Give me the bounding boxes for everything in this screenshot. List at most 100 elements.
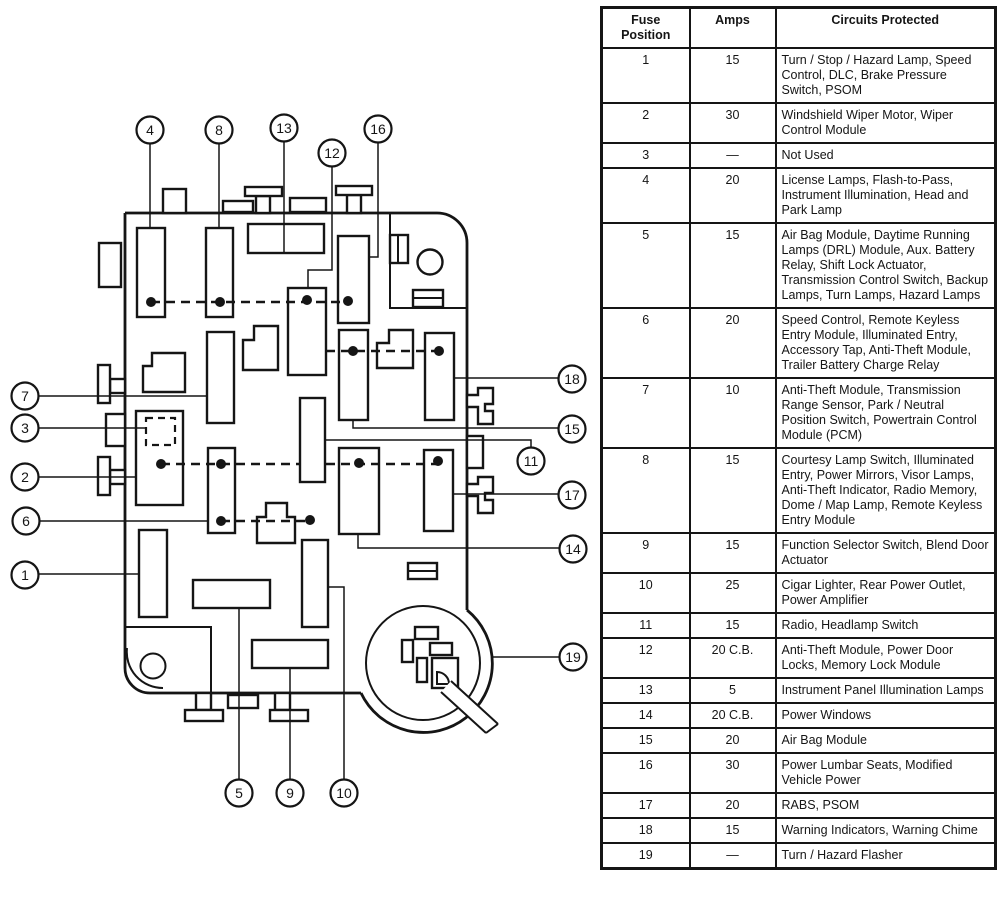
callout-13: 13	[269, 113, 299, 143]
cell-amps: 15	[688, 612, 777, 639]
cell-fuse-position: 4	[600, 167, 691, 224]
cell-circuits: Instrument Panel Illumination Lamps	[774, 677, 997, 704]
svg-text:1: 1	[21, 567, 29, 583]
callout-16: 16	[363, 114, 393, 144]
cell-amps: —	[688, 842, 777, 870]
svg-text:2: 2	[21, 469, 29, 485]
table-row: 19—Turn / Hazard Flasher	[600, 842, 997, 870]
cell-circuits: Warning Indicators, Warning Chime	[774, 817, 997, 844]
callout-leader-lines	[38, 141, 560, 780]
header-amps: Amps	[688, 6, 777, 49]
svg-text:7: 7	[21, 388, 29, 404]
svg-text:3: 3	[21, 420, 29, 436]
cell-amps: 25	[688, 572, 777, 614]
callout-12: 12	[317, 138, 347, 168]
table-header-row: Fuse Position Amps Circuits Protected	[600, 6, 997, 49]
callout-1: 1	[10, 560, 40, 590]
cell-fuse-position: 7	[600, 377, 691, 449]
cell-fuse-position: 1	[600, 47, 691, 104]
cell-fuse-position: 19	[600, 842, 691, 870]
cell-fuse-position: 13	[600, 677, 691, 704]
cell-circuits: Not Used	[774, 142, 997, 169]
cell-circuits: Power Lumbar Seats, Modified Vehicle Pow…	[774, 752, 997, 794]
fusebox-outline	[123, 211, 494, 734]
callout-4: 4	[135, 115, 165, 145]
cell-circuits: Cigar Lighter, Rear Power Outlet, Power …	[774, 572, 997, 614]
cell-circuits: Function Selector Switch, Blend Door Act…	[774, 532, 997, 574]
cell-amps: —	[688, 142, 777, 169]
cell-circuits: Radio, Headlamp Switch	[774, 612, 997, 639]
callout-17: 17	[557, 480, 587, 510]
cell-circuits: Anti-Theft Module, Transmission Range Se…	[774, 377, 997, 449]
svg-text:14: 14	[565, 541, 581, 557]
callout-5: 5	[224, 778, 254, 808]
svg-text:16: 16	[370, 121, 386, 137]
cell-fuse-position: 15	[600, 727, 691, 754]
cell-fuse-position: 11	[600, 612, 691, 639]
cell-fuse-position: 12	[600, 637, 691, 679]
cell-amps: 20 C.B.	[688, 702, 777, 729]
cell-amps: 10	[688, 377, 777, 449]
svg-text:17: 17	[564, 487, 580, 503]
cell-fuse-position: 16	[600, 752, 691, 794]
svg-text:8: 8	[215, 122, 223, 138]
cell-circuits: Speed Control, Remote Keyless Entry Modu…	[774, 307, 997, 379]
cell-circuits: Air Bag Module, Daytime Running Lamps (D…	[774, 222, 997, 309]
cell-amps: 20	[688, 727, 777, 754]
cell-fuse-position: 3	[600, 142, 691, 169]
mounting-hole	[139, 652, 167, 680]
mounting-tabs	[96, 184, 495, 723]
callout-19: 19	[558, 642, 588, 672]
svg-text:9: 9	[286, 785, 294, 801]
fuse-11-shape	[298, 396, 327, 484]
cell-amps: 20	[688, 167, 777, 224]
cell-amps: 20 C.B.	[688, 637, 777, 679]
cell-circuits: Turn / Stop / Hazard Lamp, Speed Control…	[774, 47, 997, 104]
svg-text:4: 4	[146, 122, 154, 138]
cell-circuits: Air Bag Module	[774, 727, 997, 754]
svg-text:15: 15	[564, 421, 580, 437]
cell-amps: 15	[688, 817, 777, 844]
cell-amps: 15	[688, 447, 777, 534]
callout-15: 15	[557, 414, 587, 444]
svg-text:6: 6	[22, 513, 30, 529]
cell-amps: 30	[688, 102, 777, 144]
cell-amps: 5	[688, 677, 777, 704]
header-circuits-protected: Circuits Protected	[774, 6, 997, 49]
bus-dots	[146, 295, 444, 526]
cell-fuse-position: 5	[600, 222, 691, 309]
callout-11: 11	[516, 446, 546, 476]
svg-text:5: 5	[235, 785, 243, 801]
callout-7: 7	[10, 381, 40, 411]
svg-text:12: 12	[324, 145, 340, 161]
svg-text:18: 18	[564, 371, 580, 387]
cell-fuse-position: 14	[600, 702, 691, 729]
cell-circuits: Turn / Hazard Flasher	[774, 842, 997, 870]
cell-circuits: RABS, PSOM	[774, 792, 997, 819]
cell-amps: 20	[688, 307, 777, 379]
cell-circuits: License Lamps, Flash-to-Pass, Instrument…	[774, 167, 997, 224]
callout-9: 9	[275, 778, 305, 808]
svg-text:19: 19	[565, 649, 581, 665]
svg-text:13: 13	[276, 120, 292, 136]
cell-amps: 30	[688, 752, 777, 794]
